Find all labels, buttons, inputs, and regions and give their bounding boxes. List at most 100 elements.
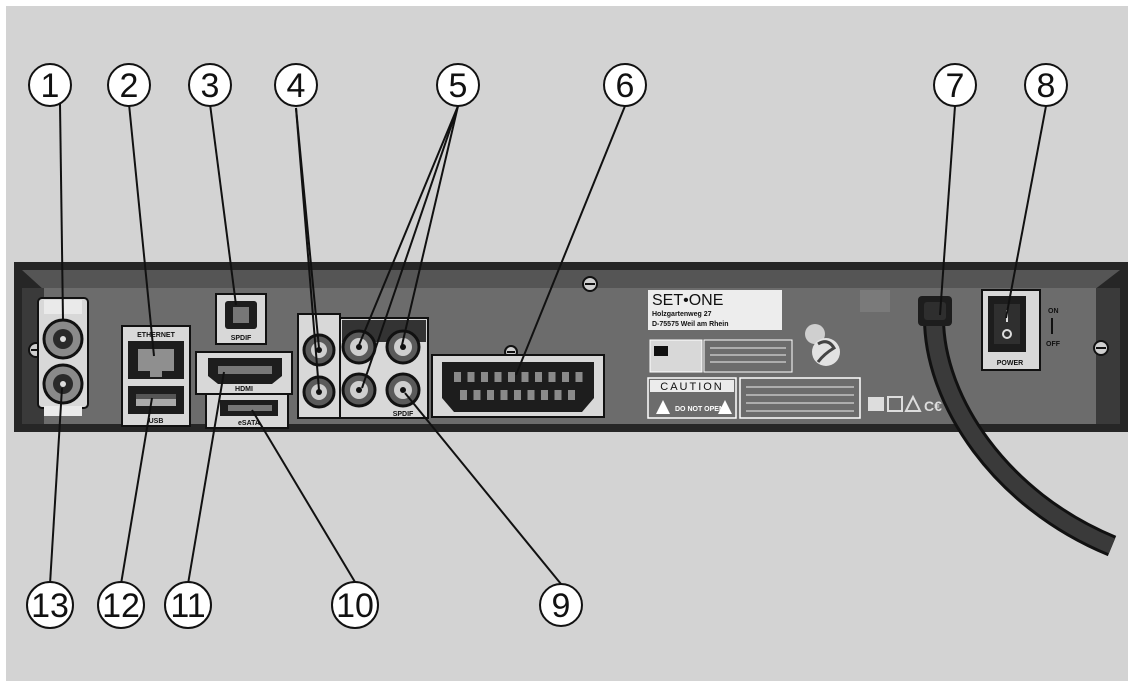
scart-pin xyxy=(554,390,562,400)
hdmi-port: HDMI xyxy=(195,351,293,395)
leader-line-4b xyxy=(295,107,320,391)
rca-video-connector-3 xyxy=(341,372,377,408)
dvb-logo-icon xyxy=(868,397,884,411)
panel-top-bevel xyxy=(22,270,1120,290)
scart-pin xyxy=(535,372,542,382)
leader-line-5a xyxy=(358,105,459,346)
lnb-out-connector xyxy=(42,363,84,405)
leader-line-13 xyxy=(49,387,63,585)
callout-3: 3 xyxy=(188,63,232,107)
ethernet-port xyxy=(128,341,184,379)
scart-pin xyxy=(500,390,508,400)
scart-pin xyxy=(473,390,481,400)
usb-label: USB xyxy=(149,418,164,425)
rca-video-connector-1 xyxy=(341,329,377,365)
warning-triangle-icon-2 xyxy=(718,400,732,414)
rca-audio-block xyxy=(297,313,341,419)
callout-6-label: 6 xyxy=(616,67,635,105)
power-rating-plate xyxy=(860,290,890,312)
scart-pin xyxy=(548,372,556,382)
callout-9-label: 9 xyxy=(552,587,571,625)
callout-1-label: 1 xyxy=(41,67,60,105)
screw-top xyxy=(582,276,598,292)
power-on-label: ON xyxy=(1048,308,1059,315)
ce-mark-icon: C€ xyxy=(924,398,942,414)
leader-line-10 xyxy=(251,409,356,583)
callout-5: 5 xyxy=(436,63,480,107)
callout-13-label: 13 xyxy=(31,587,69,625)
spdif-optical-label: SPDIF xyxy=(231,335,252,342)
ethernet-label: ETHERNET xyxy=(137,332,175,339)
scart-pin xyxy=(527,390,535,400)
warning-triangle-icon xyxy=(656,400,670,414)
leader-line-5b xyxy=(401,105,459,346)
rca-video-connector-2 xyxy=(385,329,421,365)
hdmi-label: HDMI xyxy=(235,386,253,393)
leader-line-8 xyxy=(1005,105,1047,319)
leader-line-6 xyxy=(515,105,626,376)
brand-plate: SET•ONE Holzgartenweg 27 D-75575 Weil am… xyxy=(648,290,782,330)
ci-certification-logo-icon xyxy=(805,324,840,366)
scart-pin xyxy=(514,390,521,400)
callout-10-label: 10 xyxy=(336,587,374,625)
lnb-in-connector xyxy=(42,318,84,360)
callout-11: 11 xyxy=(164,581,212,629)
callout-2-label: 2 xyxy=(120,67,139,105)
scart-pin xyxy=(454,372,461,382)
brand-address-line1: Holzgartenweg 27 xyxy=(652,311,712,318)
dolby-logo-icon xyxy=(654,346,668,356)
leader-line-11 xyxy=(187,371,225,585)
scart-pin xyxy=(467,372,475,382)
leader-line-7 xyxy=(939,105,956,316)
callout-7-label: 7 xyxy=(946,67,965,105)
panel-right-edge xyxy=(1096,288,1120,424)
double-insulation-icon xyxy=(887,396,903,412)
power-cable xyxy=(918,296,1117,557)
screw-right xyxy=(1093,340,1109,356)
callout-11-label: 11 xyxy=(170,587,205,625)
callout-12: 12 xyxy=(97,581,145,629)
callout-13: 13 xyxy=(26,581,74,629)
scart-pin xyxy=(575,372,583,382)
compliance-logos: C€ xyxy=(860,290,942,414)
caution-plate: CAUTION DO NOT OPEN xyxy=(647,377,861,419)
callout-8: 8 xyxy=(1024,63,1068,107)
leader-line-1 xyxy=(59,103,64,321)
leader-line-2 xyxy=(128,103,155,357)
coaxial-spdif-connector xyxy=(385,372,421,408)
power-label: POWER xyxy=(997,360,1023,367)
leader-lines xyxy=(49,103,1047,585)
scart-pin xyxy=(568,390,575,400)
power-switch: POWER ON OFF xyxy=(981,289,1061,371)
callout-4-label: 4 xyxy=(287,67,306,105)
callout-5-label: 5 xyxy=(449,67,468,105)
brand-address-line2: D-75575 Weil am Rhein xyxy=(652,321,729,328)
callout-3-label: 3 xyxy=(201,67,220,105)
callout-4: 4 xyxy=(274,63,318,107)
power-off-label: OFF xyxy=(1046,341,1061,348)
scart-connector xyxy=(431,354,605,418)
rca-audio-left-connector xyxy=(302,375,336,409)
callout-7: 7 xyxy=(933,63,977,107)
callout-8-label: 8 xyxy=(1037,67,1056,105)
esata-label: eSATA xyxy=(238,420,260,427)
switch-off-mark-icon xyxy=(1002,329,1012,339)
weee-icon xyxy=(904,394,922,412)
callout-1: 1 xyxy=(28,63,72,107)
scart-pin xyxy=(460,390,467,400)
dolby-info-plates xyxy=(649,324,840,373)
leader-line-12 xyxy=(120,397,153,585)
scart-pin xyxy=(521,372,529,382)
optical-spdif-port: SPDIF xyxy=(215,293,267,345)
leader-line-5c xyxy=(361,105,459,389)
lnb-out-label-plate xyxy=(44,406,82,416)
leader-line-3 xyxy=(209,103,237,306)
scart-pin xyxy=(481,372,488,382)
spdif-coaxial-label: SPDIF xyxy=(393,411,414,418)
callout-10: 10 xyxy=(331,581,379,629)
rca-video-block: SPDIF xyxy=(339,317,429,419)
leader-line-9 xyxy=(404,392,562,585)
callout-6: 6 xyxy=(603,63,647,107)
